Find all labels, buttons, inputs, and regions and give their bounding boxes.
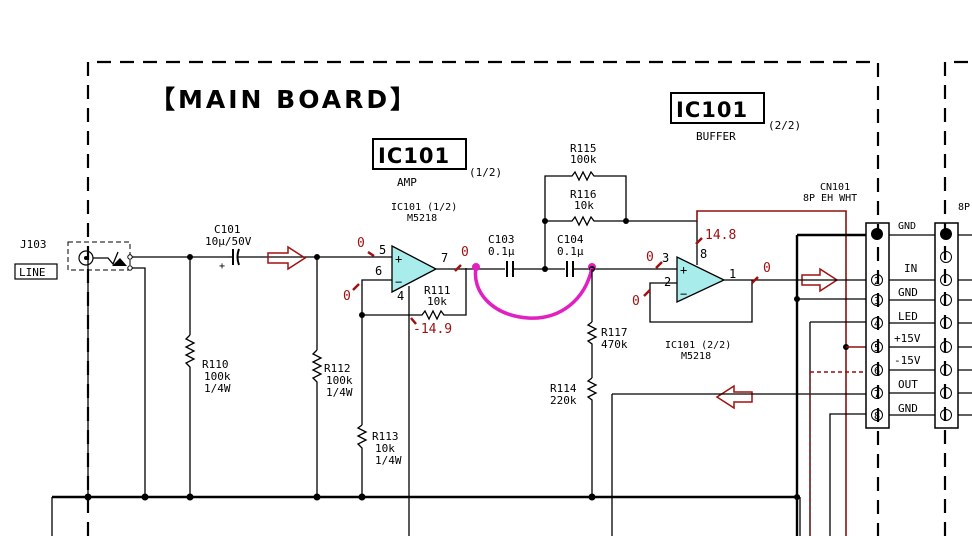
- cn101-pin6-label: -15V: [894, 354, 921, 367]
- r117-ref: R117: [601, 326, 628, 339]
- cn101-pin7-num: 7: [874, 389, 880, 400]
- v-buf-out1: 0: [763, 261, 771, 276]
- cn101-pin2-num: 2: [874, 276, 880, 287]
- ic101-amp-title: IC101 (1/2) AMP: [372, 138, 502, 189]
- cn101-pin3-num: 3: [874, 296, 880, 307]
- r115-ref: R115: [570, 142, 597, 155]
- board-outline-right: [943, 60, 972, 536]
- svg-text:+: +: [395, 252, 402, 266]
- cn101-ref: CN101: [820, 182, 850, 193]
- r112-value: 100k: [326, 374, 353, 387]
- r113-value: 10k: [375, 442, 395, 455]
- cn101-pin6-num: 6: [874, 366, 880, 377]
- amp-pin4: 4: [397, 289, 404, 303]
- cn101-pin1-label: GND: [898, 221, 916, 232]
- svg-text:−: −: [395, 275, 402, 289]
- v-buf-in3: 0: [646, 250, 654, 265]
- j103-jack: J103 LINE: [14, 238, 133, 280]
- svg-text:+: +: [680, 263, 687, 277]
- cn101-pin7-label: OUT: [898, 378, 918, 391]
- highlight-curve: [473, 267, 594, 320]
- r111-value: 10k: [427, 295, 447, 308]
- cn101-pin8-num: 8: [874, 411, 880, 422]
- r117-value: 470k: [601, 338, 628, 351]
- r111-ref: R111: [424, 284, 451, 297]
- r112-power: 1/4W: [326, 386, 353, 399]
- j103-label: LINE: [19, 266, 46, 279]
- cn101-pin2-label: IN: [904, 262, 917, 275]
- signal-arrow: [267, 245, 307, 271]
- c103-value: 0.1μ: [488, 245, 515, 258]
- ic101-amp-fraction: (1/2): [469, 166, 502, 179]
- r114-ref: R114: [550, 382, 577, 395]
- v-amp-out7: 0: [461, 245, 469, 260]
- cn101-pin5-num: 5: [874, 343, 880, 354]
- c101-value: 10μ/50V: [205, 235, 252, 248]
- cn101-pin8-label: GND: [898, 402, 918, 415]
- v-amp-in6: 0: [343, 289, 351, 304]
- cn101-pin4-label: LED: [898, 310, 918, 323]
- r115-value: 100k: [570, 153, 597, 166]
- v-buf-v8: 14.8: [705, 228, 736, 243]
- cn101-pin5-label: +15V: [894, 332, 921, 345]
- cn101-pin4-num: 4: [874, 319, 880, 330]
- ic101-buffer-fraction: (2/2): [768, 119, 801, 132]
- v-amp-v4: -14.9: [413, 322, 452, 337]
- amp-part-ref: IC101 (1/2): [391, 202, 457, 213]
- amp-pin7: 7: [441, 251, 448, 265]
- amp-pin6: 6: [375, 264, 382, 278]
- ic101-buffer-opamp: + − 3 2 1 8 IC101 (2/2) M5218: [662, 247, 736, 362]
- c103-ref: C103: [488, 233, 515, 246]
- r113-power: 1/4W: [375, 454, 402, 467]
- ic101-buffer-title: IC101 (2/2) BUFFER: [670, 92, 801, 143]
- voltage-markers: 0 0 0 -14.9 0 0 0 14.8: [343, 228, 771, 337]
- r113-ref: R113: [372, 430, 399, 443]
- c104-ref: C104: [557, 233, 584, 246]
- v-amp-in5: 0: [357, 236, 365, 251]
- r110-value: 100k: [204, 370, 231, 383]
- r116-ref: R116: [570, 188, 597, 201]
- r114-value: 220k: [550, 394, 577, 407]
- svg-text:+: +: [219, 261, 225, 272]
- svg-text:−: −: [680, 287, 687, 301]
- right-connector: 8P: [934, 202, 972, 429]
- buf-part-ref: IC101 (2/2): [665, 340, 731, 351]
- c101-capacitor: + C101 10μ/50V: [205, 223, 317, 272]
- buf-pin2: 2: [664, 275, 671, 289]
- cn101-connector: CN101 8P EH WHT GND IN GND LED +15V -15V…: [803, 182, 921, 429]
- ic101-amp-opamp: + − 5 6 7 4 IC101 (1/2) M5218: [375, 202, 457, 303]
- r116-value: 10k: [574, 199, 594, 212]
- buf-part: M5218: [681, 351, 711, 362]
- buf-pin8: 8: [700, 247, 707, 261]
- right-connector-label: 8P: [958, 202, 970, 213]
- ic101-amp-role: AMP: [397, 176, 417, 189]
- buf-pin3: 3: [662, 251, 669, 265]
- amp-pin5: 5: [379, 243, 386, 257]
- amp-part: M5218: [407, 213, 437, 224]
- r112-ref: R112: [324, 362, 351, 375]
- j103-ref: J103: [20, 238, 47, 251]
- board-title: 【MAIN BOARD】: [150, 85, 418, 114]
- cn101-desc: 8P EH WHT: [803, 193, 857, 204]
- cn101-pin3-label: GND: [898, 286, 918, 299]
- r110-ref: R110: [202, 358, 229, 371]
- c101-ref: C101: [214, 223, 241, 236]
- ic101-buffer-role: BUFFER: [696, 130, 736, 143]
- c104-value: 0.1μ: [557, 245, 584, 258]
- v-buf-in2: 0: [632, 294, 640, 309]
- buf-pin1: 1: [729, 267, 736, 281]
- r110-power: 1/4W: [204, 382, 231, 395]
- ic101-amp-ref: IC101: [378, 144, 450, 168]
- ic101-buffer-ref: IC101: [676, 98, 748, 122]
